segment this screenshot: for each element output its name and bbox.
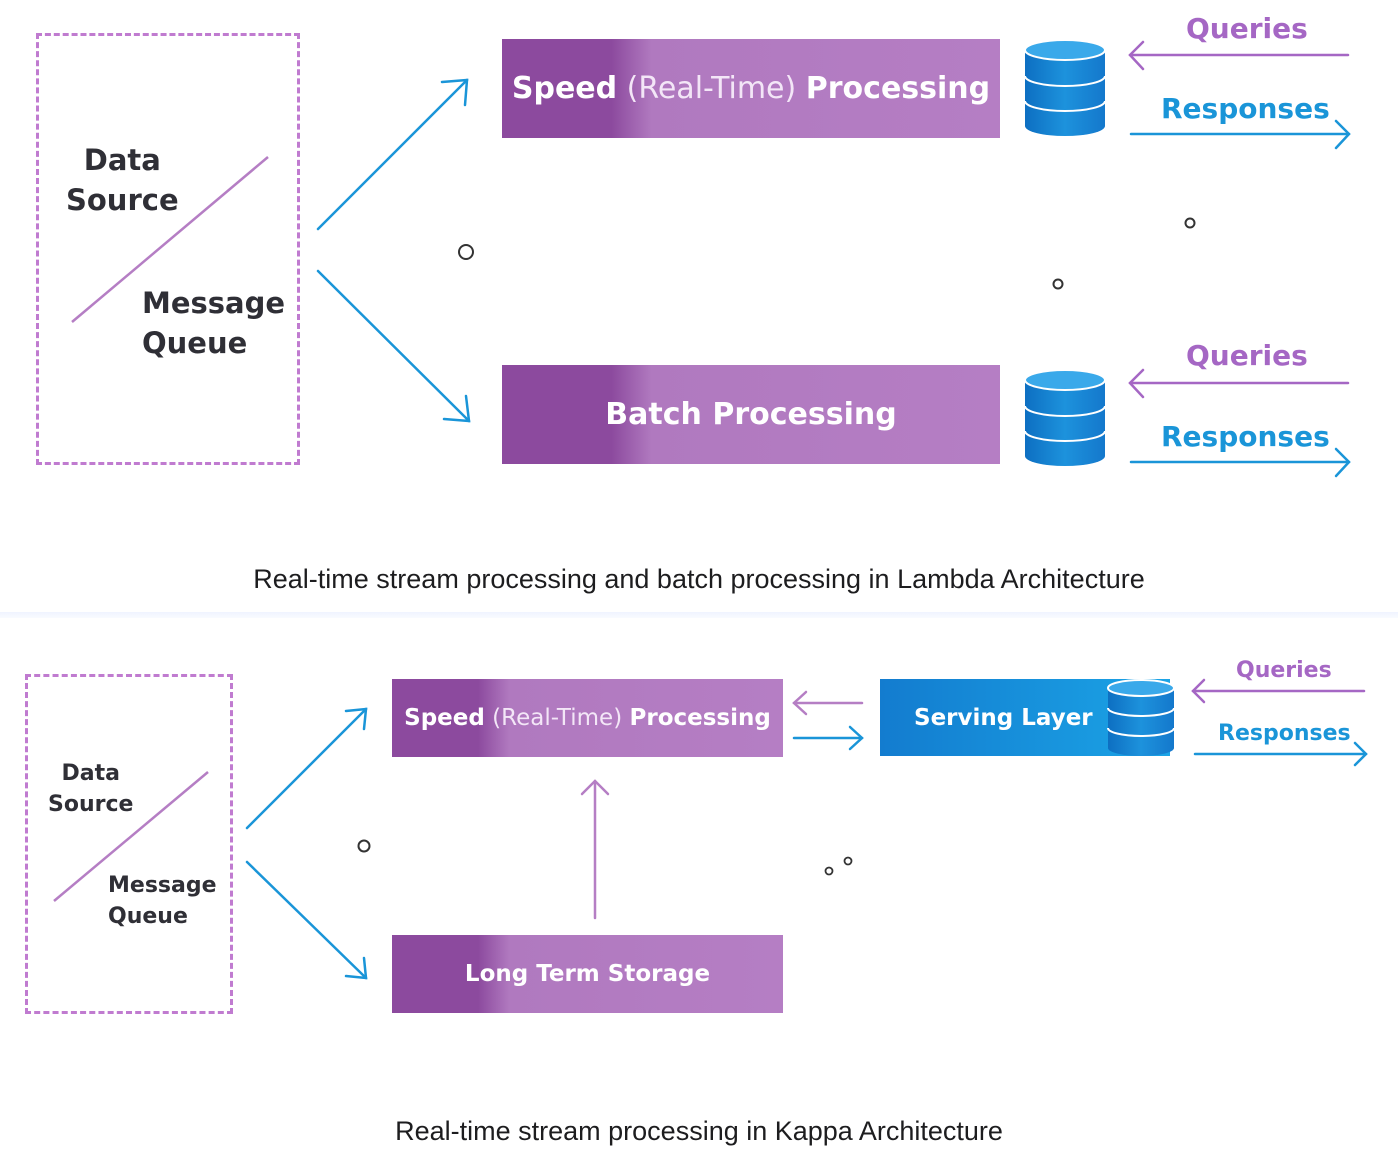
processing-bold-text-kappa: Processing: [629, 705, 771, 731]
kappa-diagram: Data Source Message Queue Speed (Real-Ti…: [0, 618, 1398, 1168]
database-icon: [1107, 679, 1175, 756]
diagonal-line: [71, 156, 269, 323]
decor-circle: [843, 856, 853, 866]
decor-circle: [458, 244, 474, 260]
long-term-storage-box: Long Term Storage: [392, 935, 783, 1013]
queries-arrow-top: [1128, 40, 1350, 71]
responses-label-top: Responses: [1161, 92, 1330, 125]
speed-bold-text-kappa: Speed: [404, 705, 485, 731]
arrow-to-speed: [316, 78, 469, 231]
serving-layer-label: Serving Layer: [914, 704, 1093, 731]
speed-light-text: (Real-Time): [617, 71, 806, 106]
data-source-label: Data Source: [66, 143, 179, 217]
database-icon: [1024, 39, 1106, 136]
queries-arrow-bottom: [1128, 368, 1350, 399]
decor-circle: [1052, 278, 1064, 290]
batch-processing-box: Batch Processing: [502, 365, 1000, 464]
arrow-to-batch: [316, 269, 471, 423]
speed-to-serving-arrow: [792, 725, 864, 751]
queries-label-bottom: Queries: [1186, 339, 1308, 372]
decor-circle: [824, 866, 834, 876]
arrow-to-storage-kappa: [245, 860, 368, 980]
data-source-box: [36, 33, 300, 465]
speed-bold-text: Speed: [511, 71, 618, 106]
queries-label-kappa: Queries: [1236, 658, 1332, 683]
queries-label-top: Queries: [1186, 12, 1308, 45]
queries-arrow-kappa: [1191, 678, 1366, 704]
database-icon: [1024, 369, 1106, 466]
diagonal-line-kappa: [53, 771, 209, 902]
speed-processing-box-kappa: Speed (Real-Time) Processing: [392, 679, 783, 757]
serving-to-speed-arrow: [792, 690, 864, 716]
message-queue-label: Message Queue: [142, 286, 286, 360]
data-source-label-kappa: Data Source: [48, 761, 134, 817]
kappa-caption: Real-time stream processing in Kappa Arc…: [395, 1116, 1003, 1146]
arrow-to-speed-kappa: [245, 707, 368, 830]
responses-label-bottom: Responses: [1161, 420, 1330, 453]
processing-bold-text: Processing: [805, 71, 991, 106]
message-queue-label-kappa: Message Queue: [108, 873, 217, 929]
storage-to-speed-arrow: [580, 779, 610, 920]
data-source-box-kappa: [25, 674, 233, 1014]
decor-circle: [357, 839, 371, 853]
speed-processing-box: Speed (Real-Time) Processing: [502, 39, 1000, 138]
responses-label-kappa: Responses: [1218, 721, 1351, 746]
responses-arrow-top: [1129, 119, 1351, 150]
speed-light-text-kappa: (Real-Time): [484, 705, 630, 731]
lambda-caption: Real-time stream processing and batch pr…: [253, 564, 1145, 594]
responses-arrow-kappa: [1193, 741, 1368, 767]
lambda-diagram: Data Source Message Queue Speed (Real-Ti…: [36, 12, 1330, 594]
decor-circle: [1184, 217, 1196, 229]
responses-arrow-bottom: [1129, 447, 1351, 478]
